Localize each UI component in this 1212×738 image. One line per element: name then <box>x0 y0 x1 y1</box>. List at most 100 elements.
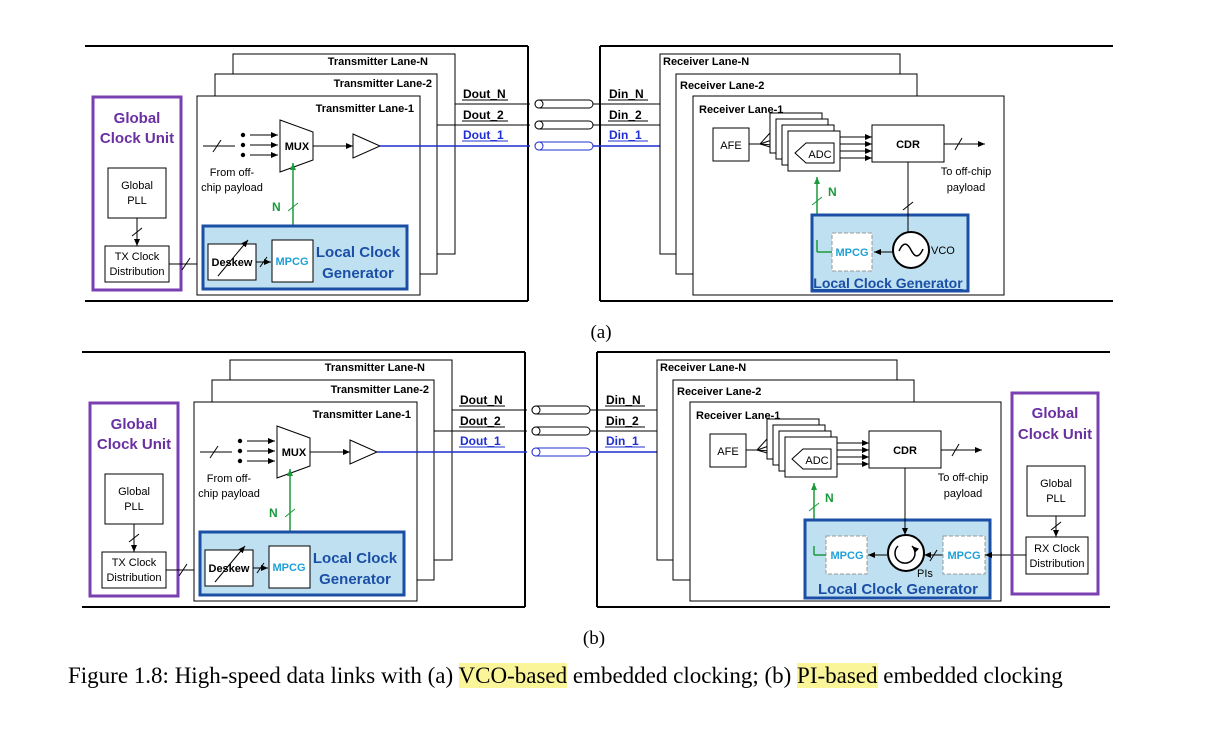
caption-highlight-vco: VCO-based <box>458 663 568 688</box>
subfigure-b-label: (b) <box>583 628 605 649</box>
payload-out-label-2: payload <box>947 182 986 194</box>
rx-lane-2-label: Receiver Lane-2 <box>680 80 764 92</box>
rx-mpcg-label-b-right: MPCG <box>948 550 981 562</box>
global-pll-label-1: Global <box>121 180 153 192</box>
caption-suffix: embedded clocking <box>877 663 1063 688</box>
tx-mpcg-box <box>271 239 314 283</box>
rx-lane-1-label: Receiver Lane-1 <box>699 104 783 116</box>
pis-label: PIs <box>917 568 933 580</box>
tx-lane-2-label: Transmitter Lane-2 <box>331 384 429 396</box>
rx-mpcg-label-a: MPCG <box>836 247 869 259</box>
tx-lcg-label-2: Generator <box>319 571 391 588</box>
global-pll-label-2: PLL <box>124 501 144 513</box>
cdr-label: CDR <box>893 445 917 457</box>
din-n-label: Din_N <box>606 393 641 407</box>
cable-2 <box>534 120 594 130</box>
rx-global-pll-label-2: PLL <box>1046 493 1066 505</box>
caption-prefix: Figure 1.8: High-speed data links with (… <box>68 663 459 688</box>
cable-1 <box>531 447 591 457</box>
cable-n <box>534 99 594 109</box>
global-clock-unit-label-2: Clock Unit <box>97 436 171 453</box>
tx-lane-1-label: Transmitter Lane-1 <box>313 409 411 421</box>
tx-clock-dist-label-2: Distribution <box>106 572 161 584</box>
tx-lane-1-label: Transmitter Lane-1 <box>316 103 414 115</box>
caption-highlight-pi: PI-based <box>797 663 878 688</box>
dout-n-label: Dout_N <box>463 87 506 101</box>
payload-in-label-1: From off- <box>210 167 255 179</box>
n-label: N <box>272 200 281 214</box>
tx-mpcg-label: MPCG <box>273 562 306 574</box>
rx-lcg-label-a: Local Clock Generator <box>813 275 963 291</box>
deskew-box <box>207 243 257 281</box>
payload-in-label-2: chip payload <box>201 182 263 194</box>
tx-lcg-label-1: Local Clock <box>313 550 398 567</box>
rx-local-clock-generator-a <box>810 213 970 293</box>
rx-clock-distribution-box <box>1025 536 1089 575</box>
payload-in-label-1: From off- <box>207 473 252 485</box>
global-clock-unit-box <box>91 95 183 292</box>
global-pll-box <box>107 167 167 219</box>
mux-label: MUX <box>282 447 307 459</box>
din-1-label: Din_1 <box>609 128 642 142</box>
cable-2 <box>531 426 591 436</box>
rx-lane-n-label: Receiver Lane-N <box>660 362 746 374</box>
adc-label: ADC <box>808 149 831 161</box>
rx-global-clock-unit-box <box>1010 391 1100 596</box>
tx-lcg-label-2: Generator <box>322 265 394 282</box>
rx-clock-dist-label-1: RX Clock <box>1034 543 1080 555</box>
deskew-label: Deskew <box>212 257 253 269</box>
adc-label: ADC <box>805 455 828 467</box>
afe-box <box>709 433 747 468</box>
tx-clock-dist-label-2: Distribution <box>109 266 164 278</box>
tx-clock-dist-label-1: TX Clock <box>112 557 157 569</box>
figure-caption: Figure 1.8: High-speed data links with (… <box>68 660 1188 691</box>
global-pll-label-2: PLL <box>127 195 147 207</box>
tx-clock-distribution-box <box>101 551 167 589</box>
rx-mpcg-box-b-left <box>825 535 868 575</box>
tx-mpcg-label: MPCG <box>276 256 309 268</box>
deskew-box <box>204 549 254 587</box>
tx-lane-n-label: Transmitter Lane-N <box>328 56 428 68</box>
panel-b: Global Clock Unit Global PLL TX Clock Di… <box>82 351 1110 649</box>
afe-label: AFE <box>717 446 738 458</box>
tx-lcg-label-1: Local Clock <box>316 244 401 261</box>
dout-1-label: Dout_1 <box>463 128 504 142</box>
global-pll-label-1: Global <box>118 486 150 498</box>
global-clock-unit-label-1: Global <box>111 416 158 433</box>
payload-out-label-2: payload <box>944 488 983 500</box>
rx-global-clock-unit-label-2: Clock Unit <box>1018 426 1092 443</box>
phase-interpolator-icon <box>887 534 925 572</box>
global-clock-unit-label-2: Clock Unit <box>100 130 174 147</box>
cdr-label: CDR <box>896 139 920 151</box>
subfigure-a-label: (a) <box>590 322 611 343</box>
din-n-label: Din_N <box>609 87 644 101</box>
din-2-label: Din_2 <box>609 108 642 122</box>
mux-label: MUX <box>285 141 310 153</box>
mux-block <box>276 425 311 479</box>
rx-mpcg-box-a <box>831 232 873 272</box>
global-pll-box <box>104 473 164 525</box>
rx-global-pll-label-1: Global <box>1040 478 1072 490</box>
payload-out-label-1: To off-chip <box>938 472 989 484</box>
tx-lane-n-label: Transmitter Lane-N <box>325 362 425 374</box>
global-clock-unit-label-1: Global <box>114 110 161 127</box>
rx-global-pll-box <box>1026 465 1086 517</box>
tx-clock-dist-label-1: TX Clock <box>115 251 160 263</box>
rx-mpcg-box-b-right <box>942 535 986 575</box>
tx-clock-distribution-box <box>104 245 170 283</box>
vco-label: VCO <box>931 245 955 257</box>
rx-clock-dist-label-2: Distribution <box>1029 558 1084 570</box>
tx-lane-2-label: Transmitter Lane-2 <box>334 78 432 90</box>
panel-a: Global Clock Unit Global PLL TX Clock Di… <box>85 45 1113 343</box>
rx-lane-1-label: Receiver Lane-1 <box>696 410 780 422</box>
din-2-label: Din_2 <box>606 414 639 428</box>
rx-lcg-label-b: Local Clock Generator <box>818 581 978 598</box>
tx-driver <box>349 439 379 465</box>
rx-mpcg-label-b-left: MPCG <box>831 550 864 562</box>
deskew-label: Deskew <box>209 563 250 575</box>
afe-label: AFE <box>720 140 741 152</box>
dout-2-label: Dout_2 <box>460 414 501 428</box>
embedded-clocking-diagram: Global Clock Unit Global PLL TX Clock Di… <box>82 45 1113 649</box>
rx-global-clock-unit-label-1: Global <box>1032 405 1079 422</box>
rx-lane-n-label: Receiver Lane-N <box>663 56 749 68</box>
